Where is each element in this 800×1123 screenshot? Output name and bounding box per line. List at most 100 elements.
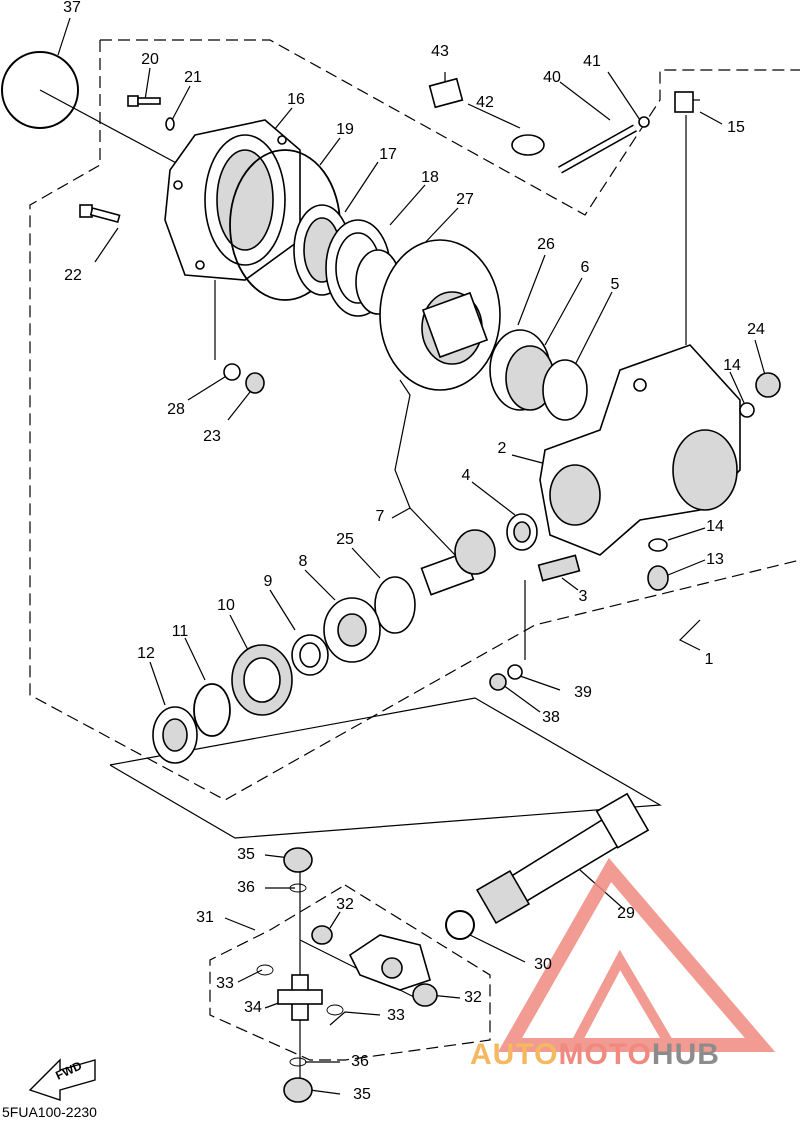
part-label-22: 22 [64,267,82,284]
part-label-4: 4 [462,467,471,484]
part-label-33b: 33 [387,1007,405,1024]
upper-housing-outline [100,39,800,216]
part-24-plug [755,372,781,398]
part-11-o-ring [193,683,231,737]
part-42-holder [511,134,545,156]
part-label-18: 18 [421,169,439,186]
leader-5 [574,291,613,366]
leader-35b [309,1089,341,1095]
part-21-washer [165,117,175,131]
part-label-35b: 35 [353,1086,371,1103]
part-40-pin [558,124,637,174]
part-label-23: 23 [203,428,221,445]
leader-1 [678,619,701,651]
leader-32a [329,911,341,929]
part-label-16: 16 [287,91,305,108]
part-35-bearing-cup-a [283,847,313,873]
leader-24 [754,339,766,376]
part-label-19: 19 [336,121,354,138]
part-35-bearing-cup-b [283,1077,313,1103]
part-22-bolt [79,204,121,224]
part-label-37: 37 [63,0,81,16]
part-5-oil-seal [542,359,588,421]
leader-37 [39,89,181,166]
leader-7b [409,507,456,556]
leader-26 [517,254,546,326]
part-label-30: 30 [534,956,552,973]
part-9-spacer [291,634,329,676]
part-label-36b: 36 [351,1053,369,1070]
part-label-34: 34 [244,999,262,1016]
part-41-clip [638,116,650,128]
part-label-5: 5 [611,276,620,293]
part-label-40: 40 [543,69,561,86]
part-12-oil-seal [152,706,198,764]
part-29-drive-shaft [475,792,650,925]
leader-30 [469,934,526,963]
leader-15 [699,111,723,125]
watermark-part-auto: AUTO [470,1038,559,1071]
part-label-15: 15 [727,119,745,136]
part-label-7: 7 [376,508,385,525]
watermark-text: AUTOMOTOHUB [470,1038,720,1072]
part-30-circlip [445,910,475,940]
leader-33b [329,1011,381,1026]
part-32-bearing-a [311,925,333,945]
leader-41 [607,71,641,121]
part-label-32a: 32 [336,896,354,913]
part-label-38: 38 [542,709,560,726]
leader-20 [144,67,151,101]
part-36-clip-a [289,883,307,893]
part-label-36a: 36 [237,879,255,896]
part-label-20: 20 [141,51,159,68]
part-8-bearing [323,597,381,663]
leader-19 [319,137,341,166]
part-label-39: 39 [574,684,592,701]
part-number-labels: 3720211619171827434240411522266524142823… [63,0,765,1103]
leader-23 [227,391,251,421]
part-32-bearing-b [412,983,438,1007]
part-2-gear-case [539,344,741,556]
part-14-washer-b [648,538,668,552]
part-25-shim [374,576,416,634]
part-15-breather [674,91,700,113]
leader-37-label [57,17,71,56]
leader-39 [519,675,561,691]
drive-joint-outline [209,884,491,1061]
watermark-logo-icon [497,857,776,1052]
part-label-27: 27 [456,191,474,208]
part-label-9: 9 [264,573,273,590]
part-label-3: 3 [579,588,588,605]
part-label-33a: 33 [216,975,234,992]
part-37-o-ring [1,51,79,129]
part-26-ring-gear [379,239,501,391]
part-34-spider [277,974,323,1021]
part-6-bearing [489,329,555,411]
part-label-21: 21 [184,69,202,86]
part-label-6: 6 [581,259,590,276]
part-label-41: 41 [583,53,601,70]
leader-11 [184,637,206,681]
leader-31 [224,917,256,931]
leader-40 [559,81,611,121]
leader-22 [94,227,119,263]
part-4-bearing [506,513,538,551]
part-20-bolt [127,95,161,107]
fwd-arrow-icon: FWD [28,1058,96,1101]
part-23-bolt [245,372,265,394]
part-label-2: 2 [498,440,507,457]
leader-21 [171,85,191,121]
part-38-nut [489,673,507,691]
leader-6 [544,277,583,346]
part-label-28: 28 [167,401,185,418]
part-label-32b: 32 [464,989,482,1006]
part-label-31: 31 [196,909,214,926]
part-33-clip-b [326,1004,344,1016]
part-7-pinion-gear [420,529,496,596]
leader-25 [351,547,381,579]
shaft-outline [109,697,662,839]
leader-7 [391,379,411,519]
part-label-12: 12 [137,645,155,662]
part-label-8: 8 [299,553,308,570]
